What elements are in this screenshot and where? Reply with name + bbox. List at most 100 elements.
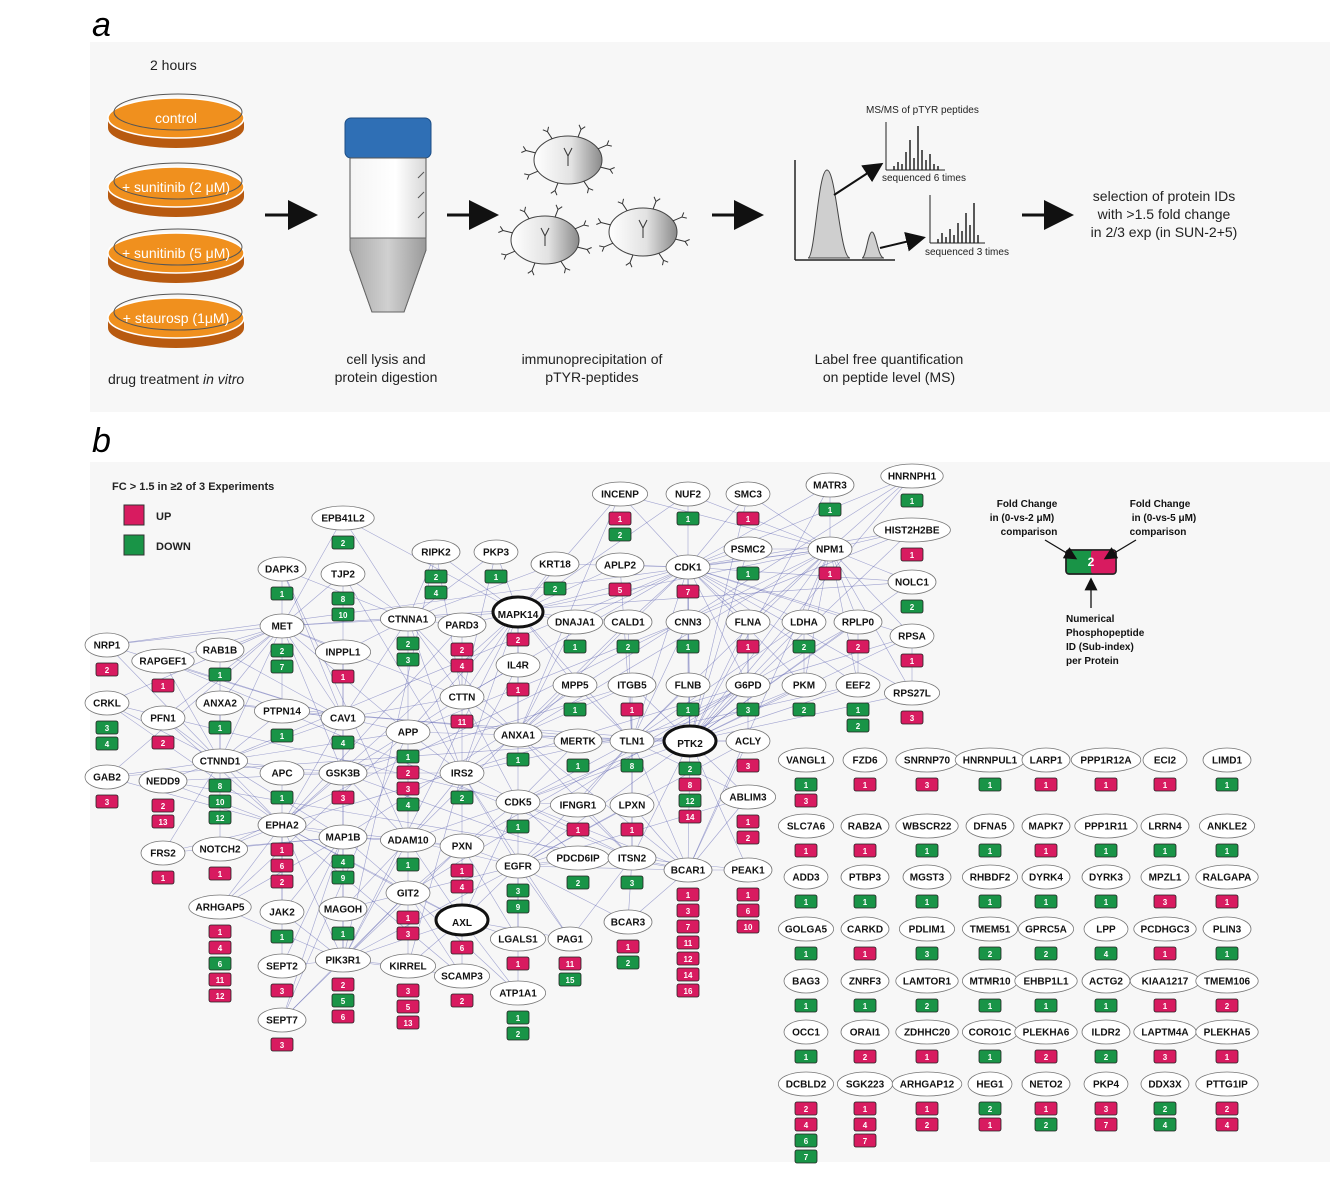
badge-value: 4 — [804, 1121, 809, 1130]
badge-value: 12 — [684, 955, 693, 964]
badge-value: 4 — [434, 589, 439, 598]
badge-value: 1 — [280, 732, 285, 741]
badge-value: 10 — [339, 611, 348, 620]
badge-value: 1 — [863, 1002, 868, 1011]
badge-value: 2 — [280, 647, 285, 656]
node-label: DNAJA1 — [555, 618, 595, 629]
badge-value: 8 — [630, 762, 635, 771]
badge-value: 1 — [863, 847, 868, 856]
badge-value: 2 — [804, 1105, 809, 1114]
node-label: MPZL1 — [1149, 873, 1182, 884]
badge-value: 2 — [341, 539, 346, 548]
badge-value: 5 — [406, 1003, 411, 1012]
falcon-tube-icon — [344, 117, 432, 313]
node-label: PDCD6IP — [556, 854, 600, 865]
edge — [407, 618, 463, 698]
badge-value: 1 — [925, 1053, 930, 1062]
badge: 1 — [676, 702, 700, 717]
badge-value: 3 — [406, 656, 411, 665]
node-label: ZNRF3 — [849, 977, 882, 988]
badge-value: 6 — [218, 960, 223, 969]
badge-value: 1 — [1044, 781, 1049, 790]
node-label: DYRK3 — [1089, 873, 1123, 884]
badge-value: 7 — [863, 1137, 868, 1146]
badge-value: 2 — [856, 643, 861, 652]
edge — [342, 517, 409, 620]
node-label: FLNB — [675, 681, 702, 692]
node-label: CTNNA1 — [388, 615, 429, 626]
badge-value: 3 — [341, 794, 346, 803]
badge-value: 2 — [105, 666, 110, 675]
edge — [281, 836, 344, 913]
node-label: CORO1C — [969, 1028, 1012, 1039]
badge: 2 — [331, 977, 355, 992]
node-label: PLEKHA6 — [1023, 1028, 1070, 1039]
badge-value: 15 — [566, 976, 575, 985]
badge: 1 — [270, 842, 294, 857]
badge-value: 1 — [516, 686, 521, 695]
badge: 2 — [396, 636, 420, 651]
node-label: MTMR10 — [969, 977, 1011, 988]
badge-value: 4 — [460, 883, 465, 892]
node-label: ABLIM3 — [729, 793, 767, 804]
badge-value: 3 — [1104, 1105, 1109, 1114]
badge: 1 — [900, 547, 924, 562]
badge-value: 1 — [1163, 847, 1168, 856]
node-label: MERTK — [560, 737, 596, 748]
badge-value: 1 — [910, 497, 915, 506]
edge — [162, 772, 344, 782]
edge — [342, 684, 633, 774]
badge: 2 — [450, 993, 474, 1008]
badge: 14 — [678, 809, 702, 824]
badge: 5 — [608, 582, 632, 597]
node-label: RAB2A — [848, 822, 882, 833]
edge — [829, 548, 913, 637]
step3-caption-1: immunoprecipitation of — [522, 351, 663, 367]
node-label: DDX3X — [1148, 1080, 1182, 1091]
badge: 6 — [208, 956, 232, 971]
edge — [407, 551, 497, 620]
badge-value: 1 — [1225, 1053, 1230, 1062]
badge-value: 2 — [688, 765, 693, 774]
badge-value: 1 — [218, 671, 223, 680]
badge-value: 2 — [988, 950, 993, 959]
badge-value: 11 — [684, 939, 693, 948]
legend-down-label: DOWN — [156, 541, 191, 553]
badge: 1 — [151, 678, 175, 693]
node-label: PKP4 — [1093, 1080, 1120, 1091]
badge: 3 — [900, 710, 924, 725]
badge: 1 — [270, 586, 294, 601]
badge: 1 — [396, 910, 420, 925]
node-label: GAB2 — [93, 773, 121, 784]
badge: 1 — [1094, 998, 1118, 1013]
badge: 3 — [506, 883, 530, 898]
badge: 1 — [208, 924, 232, 939]
badge: 1 — [736, 887, 760, 902]
edge — [407, 529, 913, 733]
badge: 2 — [396, 765, 420, 780]
node-label: TMEM51 — [970, 925, 1011, 936]
edge — [342, 772, 579, 859]
badge: 1 — [1034, 777, 1058, 792]
